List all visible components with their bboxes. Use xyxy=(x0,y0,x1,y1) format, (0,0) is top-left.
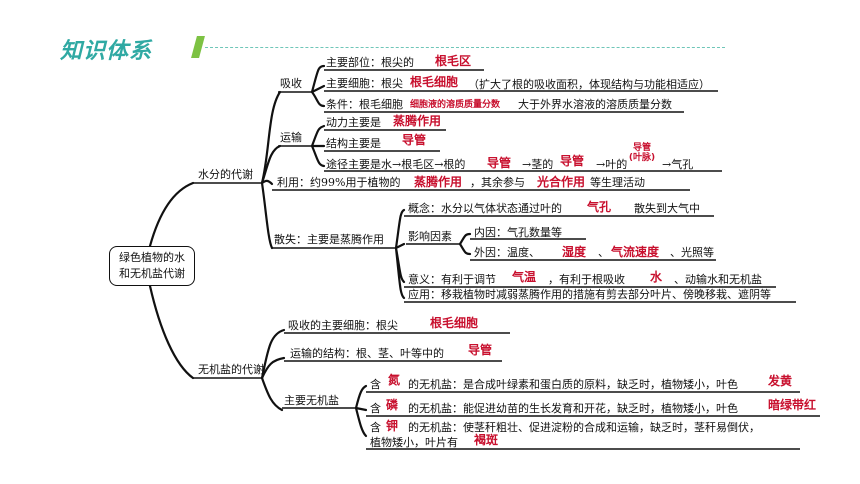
mineral-transport-answer: 导管 xyxy=(468,343,493,357)
page-title: 知识体系 xyxy=(60,39,153,64)
branch-main-items xyxy=(354,384,368,438)
n-text-1: 含 xyxy=(370,378,381,391)
absorb-site-text: 主要部位：根尖的 xyxy=(326,56,414,69)
transport-path-answer-3a: 导管 xyxy=(632,143,651,153)
use-text-2: ，其余参与 xyxy=(470,176,525,189)
factor-outer-answer-2: 气流速度 xyxy=(611,245,660,259)
meaning-answer-2: 水 xyxy=(650,270,663,284)
branch-root-mineral xyxy=(148,284,195,380)
p-text-2: 的无机盐：能促进幼苗的生长发育和开花，缺乏时，植物矮小，叶色 xyxy=(408,402,738,415)
absorb-cell-text: 主要细胞：根尖 xyxy=(326,77,403,90)
p-text-1: 含 xyxy=(370,402,381,415)
node-mineral: 无机盐的代谢 xyxy=(198,363,264,376)
absorb-cond-answer: 细胞液的溶质质量分数 xyxy=(410,100,501,110)
concept-tail: 散失到大气中 xyxy=(634,202,700,215)
transport-path-answer-1: 导管 xyxy=(487,156,512,170)
branch-transpiration-items xyxy=(394,208,406,300)
branch-water-absorb xyxy=(260,90,282,185)
meaning-answer-1: 气温 xyxy=(512,270,537,284)
n-answer-2: 发黄 xyxy=(768,374,793,388)
factor-outer-answer-1: 湿度 xyxy=(562,245,587,259)
n-text-2: 的无机盐：是合成叶绿素和蛋白质的原料，缺乏时，植物矮小，叶色 xyxy=(408,378,738,391)
factor-outer-tail: 、光照等 xyxy=(670,246,714,259)
k-answer-2: 褐斑 xyxy=(474,433,499,447)
meaning-text-2: ，有利于根吸收 xyxy=(548,273,625,286)
meaning-text-3: 、动输水和无机盐 xyxy=(674,273,762,286)
branch-water-transpiration xyxy=(260,181,274,250)
absorb-cell-note: （扩大了根的吸收面积，体现结构与功能相适应） xyxy=(468,78,710,91)
root-line-1: 绿色植物的水 xyxy=(119,251,185,264)
node-transport: 运输 xyxy=(280,131,302,144)
k-text-1: 含 xyxy=(370,421,381,434)
branch-mineral-transport xyxy=(260,356,286,380)
mineral-absorb-text: 吸收的主要细胞：根尖 xyxy=(288,319,398,332)
transport-power-text: 动力主要是 xyxy=(326,116,381,129)
node-water: 水分的代谢 xyxy=(198,168,253,181)
mineral-transport-text: 运输的结构：根、茎、叶等中的 xyxy=(290,347,444,360)
branch-root-water xyxy=(148,181,195,248)
transport-path-text-3: →叶的 xyxy=(596,158,628,171)
transport-struct-text: 结构主要是 xyxy=(326,137,381,150)
use-answer-1: 蒸腾作用 xyxy=(414,175,463,189)
root-node: 绿色植物的水 和无机盐代谢 xyxy=(109,246,195,286)
branch-mineral-absorb xyxy=(260,328,286,380)
transport-power-answer: 蒸腾作用 xyxy=(393,114,442,128)
k-text-2: 的无机盐：使茎秆粗壮、促进淀粉的合成和运输，缺乏时，茎秆易倒伏， xyxy=(408,421,760,434)
use-answer-2: 光合作用 xyxy=(537,175,586,189)
meaning-text-1: 意义：有利于调节 xyxy=(408,273,496,286)
mineral-absorb-answer: 根毛细胞 xyxy=(430,316,479,330)
k-text-3: 植物矮小，叶片有 xyxy=(370,436,458,449)
concept-answer: 气孔 xyxy=(587,200,612,214)
branch-absorb-items xyxy=(310,64,326,108)
transport-path-answer-2: 导管 xyxy=(560,154,585,168)
transport-path-answer-3b: (叶脉) xyxy=(628,153,656,163)
branch-water-transport xyxy=(260,144,282,185)
node-transpiration: 散失：主要是蒸腾作用 xyxy=(274,233,384,246)
p-answer-2: 暗绿带红 xyxy=(768,398,817,412)
apply-text: 应用：移栽植物时减弱蒸腾作用的措施有剪去部分叶片、傍晚移栽、遮阴等 xyxy=(408,288,771,301)
branch-transport-items xyxy=(310,124,326,168)
factor-outer-sep: 、 xyxy=(598,246,609,259)
node-absorb: 吸收 xyxy=(280,77,302,90)
root-line-2: 和无机盐代谢 xyxy=(119,267,185,280)
n-answer: 氮 xyxy=(388,373,401,387)
concept-text: 概念：水分以气体状态通过叶的 xyxy=(408,202,562,215)
branch-mineral-main xyxy=(260,376,284,412)
branch-water-use xyxy=(260,179,274,186)
absorb-site-answer: 根毛区 xyxy=(435,54,472,68)
branch-factor-items xyxy=(458,232,472,256)
k-answer: 钾 xyxy=(386,419,399,433)
node-main-mineral: 主要无机盐 xyxy=(284,394,339,407)
factor-outer-text: 外因：温度、 xyxy=(474,246,540,259)
factor-inner: 内因：气孔数量等 xyxy=(474,226,562,239)
p-answer: 磷 xyxy=(386,398,399,412)
node-factor: 影响因素 xyxy=(408,230,452,243)
absorb-cond-text: 条件：根毛细胞 xyxy=(326,98,403,111)
use-text-1: 利用：约99%用于植物的 xyxy=(277,176,401,189)
transport-path-text-4: →气孔 xyxy=(662,158,694,171)
transport-path-text-1: 途径主要是水→根毛区→根的 xyxy=(326,158,466,171)
absorb-cond-tail: 大于外界水溶液的溶质质量分数 xyxy=(518,98,672,111)
transport-path-text-2: →茎的 xyxy=(522,158,554,171)
title-divider xyxy=(205,47,725,48)
transport-struct-answer: 导管 xyxy=(402,133,427,147)
use-text-3: 等生理活动 xyxy=(590,176,645,189)
absorb-cell-answer: 根毛细胞 xyxy=(410,75,459,89)
